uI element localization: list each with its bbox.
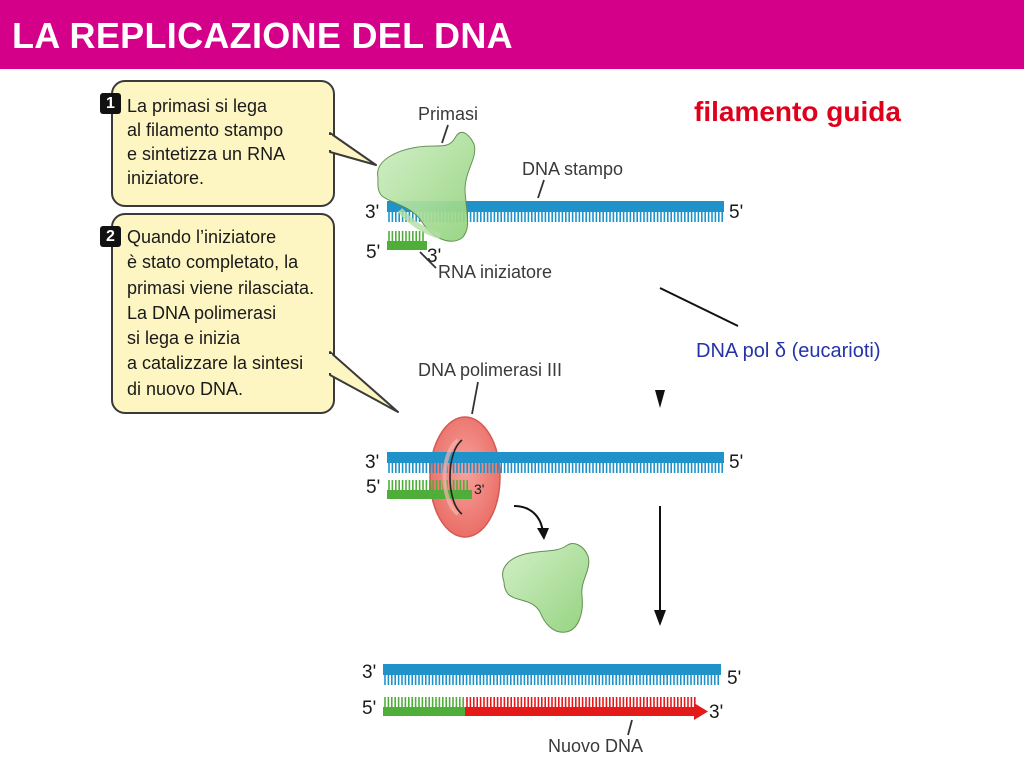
end-label-3prime-top-2: 3' bbox=[365, 452, 379, 473]
rna-primer-label: RNA iniziatore bbox=[438, 262, 552, 282]
rna-primer-1 bbox=[387, 231, 427, 250]
released-primase bbox=[502, 543, 590, 633]
template-dna-label: DNA stampo bbox=[522, 159, 623, 179]
rna-primer-3 bbox=[383, 697, 465, 716]
end-label-5prime-bottom-2: 5' bbox=[366, 477, 380, 498]
template-strand-2 bbox=[387, 452, 724, 473]
title-bar: LA REPLICAZIONE DEL DNA bbox=[0, 0, 1024, 69]
primase-enzyme bbox=[377, 131, 476, 242]
leading-strand-label: filamento guida bbox=[694, 96, 901, 127]
step-2-badge: 2 bbox=[100, 226, 121, 247]
panel-1: 3' 5' 5' 3' Primasi DNA stampo RNA inizi… bbox=[365, 104, 743, 282]
primase-label: Primasi bbox=[418, 104, 478, 124]
step-1-badge: 1 bbox=[100, 93, 121, 114]
end-label-5prime-top-2: 5' bbox=[729, 452, 743, 473]
template-strand-1 bbox=[387, 201, 724, 222]
dna-polymerase-ring bbox=[429, 416, 501, 538]
panel-2: 3' 3' 5' 5' DNA polimerasi III bbox=[365, 360, 743, 633]
dna-polymerase-label: DNA polimerasi III bbox=[418, 360, 562, 380]
end-label-3prime-top-3: 3' bbox=[362, 662, 376, 683]
polymerase-note-pointer bbox=[659, 287, 739, 327]
end-label-3prime-inner-2: 3' bbox=[474, 481, 484, 497]
polymerase-note-label: DNA pol δ (eucarioti) bbox=[696, 340, 881, 362]
step-1-text: La primasi si lega al filamento stampo e… bbox=[127, 96, 286, 188]
step-2-text: Quando l’iniziatore è stato completato, … bbox=[127, 227, 315, 399]
end-label-5prime-bottom-3: 5' bbox=[362, 698, 376, 719]
end-label-5prime-top-1: 5' bbox=[729, 202, 743, 223]
callout-2-pointer bbox=[329, 351, 399, 413]
step-1-callout: La primasi si lega al filamento stampo e… bbox=[111, 80, 335, 207]
end-label-3prime-bottom-3: 3' bbox=[709, 702, 723, 723]
end-label-5prime-bottom-1: 5' bbox=[366, 242, 380, 263]
end-label-3prime-top-1: 3' bbox=[365, 202, 379, 223]
down-arrowhead-bottom bbox=[654, 610, 666, 626]
callout-1-pointer bbox=[329, 132, 377, 166]
new-dna-label: Nuovo DNA bbox=[548, 736, 643, 756]
step-2-callout: Quando l’iniziatore è stato completato, … bbox=[111, 213, 335, 414]
template-strand-3 bbox=[383, 664, 721, 685]
down-arrowhead-top bbox=[655, 390, 665, 408]
end-label-5prime-top-3: 5' bbox=[727, 668, 741, 689]
new-dna-strand bbox=[465, 697, 708, 720]
panel-3: 3' 5' 5' 3' Nuovo DNA bbox=[362, 662, 741, 756]
slide-title: LA REPLICAZIONE DEL DNA bbox=[12, 15, 513, 56]
